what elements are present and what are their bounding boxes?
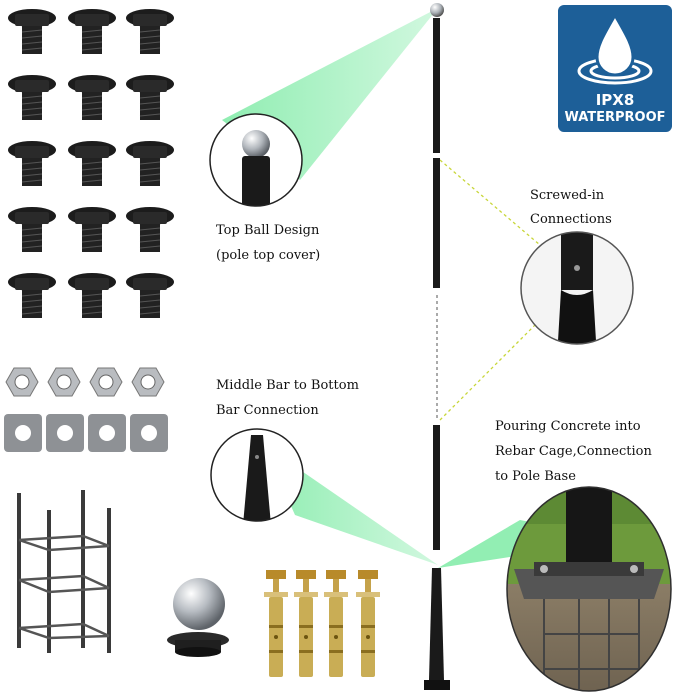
badge-caption: WATERPROOF [564,110,666,125]
rebar-cage-icon [17,490,111,653]
steel-ball-icon [173,578,225,630]
pole-top-ball [430,3,444,17]
middle-label-line1: Middle Bar to Bottom [216,378,359,393]
concrete-label-line3: to Pole Base [495,469,576,484]
hex-nut-row [5,367,165,397]
hex-nut-icon [5,367,39,397]
middle-label-line2: Bar Connection [216,403,319,418]
hex-nut-icon [131,367,165,397]
pole-section-middle [433,158,440,288]
square-washer-row [4,414,168,452]
square-washer-icon [88,414,126,452]
screwed-label-line2: Connections [530,212,612,227]
flagpole-assembly [424,3,450,690]
hex-nut-icon [89,367,123,397]
water-drop-icon [577,11,653,85]
anchor-bolt-row [264,570,380,677]
middle-connection-callout-beam [264,445,438,565]
concrete-label-line2: Rebar Cage,Connection [495,444,652,459]
top-ball-detail-circle [209,113,303,207]
top-ball-label-line2: (pole top cover) [216,248,321,263]
waterproof-badge: IPX8 WATERPROOF [558,5,672,132]
square-washer-icon [46,414,84,452]
middle-connection-detail-circle [210,428,304,522]
pole-base-plate [424,680,450,690]
badge-rating: IPX8 [595,91,635,109]
concrete-base-detail-circle [506,486,672,692]
screwed-connector-line-top [439,159,541,246]
square-washer-icon [130,414,168,452]
pole-section-lower [433,425,440,550]
screwed-connection-detail-circle [520,231,634,345]
pole-section-base [429,568,444,680]
pole-cap-icon [167,632,229,657]
concrete-label-line1: Pouring Concrete into [495,419,641,434]
square-washer-icon [4,414,42,452]
hex-nut-icon [47,367,81,397]
top-ball-label-line1: Top Ball Design [216,223,320,238]
screwed-label-line1: Screwed-in [530,188,605,203]
bolt-grid [7,8,175,319]
pole-section-top [433,18,440,153]
